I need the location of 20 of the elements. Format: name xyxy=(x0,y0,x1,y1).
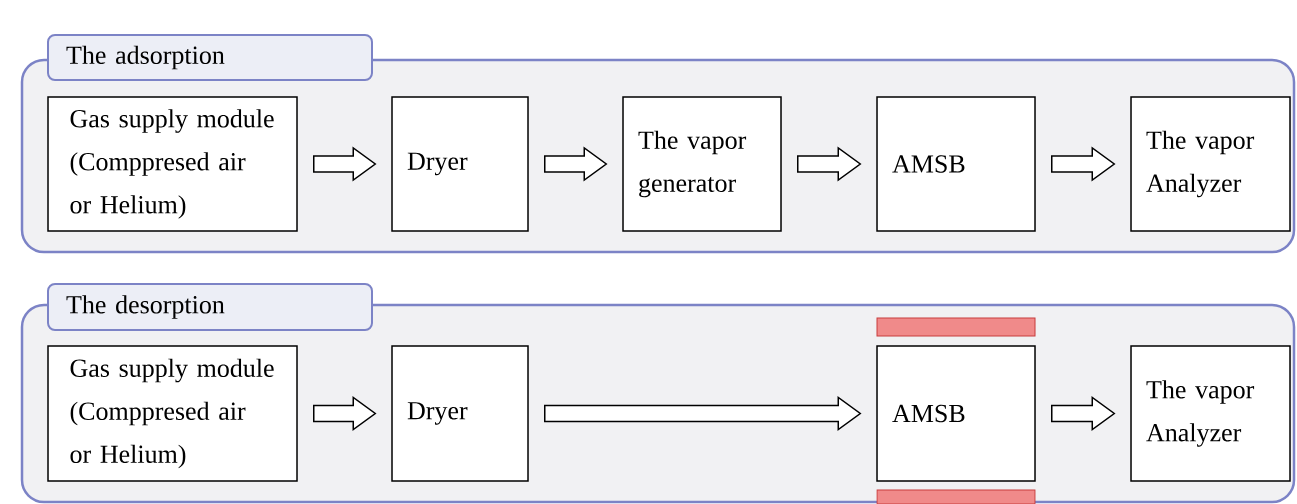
process-box: Dryer xyxy=(391,96,529,232)
block-arrow xyxy=(1051,146,1116,182)
panel-tab: The adsorption xyxy=(47,34,373,81)
process-box: AMSB xyxy=(876,345,1036,482)
block-arrow xyxy=(544,146,608,182)
panel-tab: The desorption xyxy=(47,283,373,331)
block-arrow xyxy=(797,146,862,182)
block-arrow xyxy=(313,146,377,182)
process-box: Dryer xyxy=(391,345,529,482)
heater-bar xyxy=(876,317,1036,337)
process-box: The vapor Analyzer xyxy=(1130,345,1291,482)
process-box: The vapor generator xyxy=(622,96,782,232)
process-box: The vapor Analyzer xyxy=(1130,96,1291,232)
block-arrow xyxy=(1051,396,1116,431)
block-arrow xyxy=(313,396,377,431)
process-box: Gas supply module (Comppresed air or Helium) xyxy=(47,345,298,482)
block-arrow xyxy=(544,396,862,431)
heater-bar xyxy=(876,489,1036,504)
process-box: AMSB xyxy=(876,96,1036,232)
process-box: Gas supply module (Comppresed air or Helium) xyxy=(47,96,298,232)
